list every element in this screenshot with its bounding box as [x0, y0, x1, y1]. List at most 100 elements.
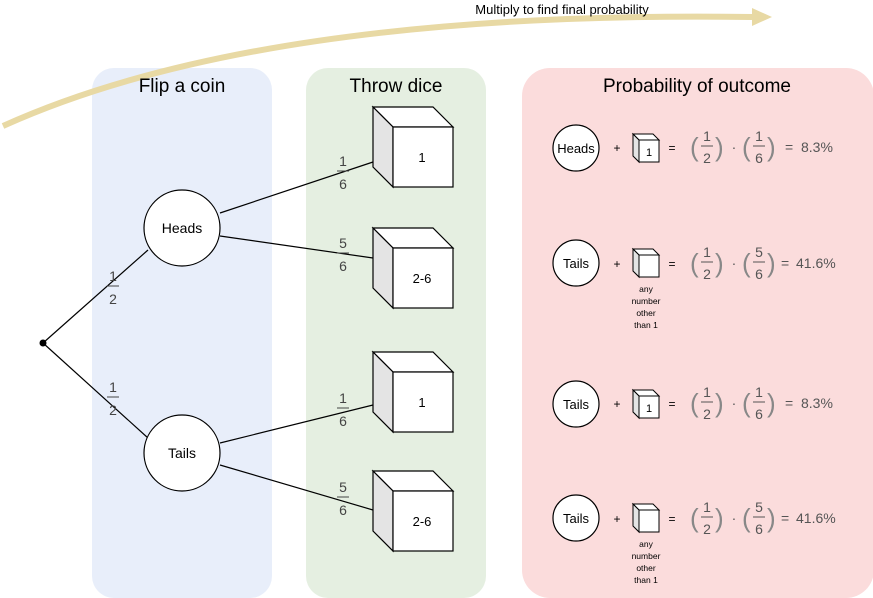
- outcome-row-2: Tails + 1 = ( 1 2 ) · ( 1 6 ) = 8.3%: [552, 380, 833, 428]
- svg-text:5: 5: [339, 479, 347, 495]
- outcome-die-note: any number other than 1: [632, 284, 661, 330]
- svg-text:2: 2: [109, 402, 117, 418]
- outcome-die-note: any number other than 1: [632, 539, 661, 585]
- outcome-row-3: Tails + any number other than 1 = ( 1 2 …: [552, 494, 836, 585]
- svg-text:1: 1: [703, 499, 711, 515]
- svg-text:): ): [767, 503, 776, 533]
- outcome-column-title: Probability of outcome: [603, 76, 791, 97]
- svg-text:1: 1: [339, 390, 347, 406]
- svg-text:·: ·: [732, 255, 737, 271]
- svg-text:any: any: [639, 284, 653, 294]
- svg-text:6: 6: [755, 266, 763, 282]
- svg-text:·: ·: [732, 510, 737, 526]
- outcome-formula: ( 1 2 ) · ( 1 6 ) = 8.3%: [690, 384, 833, 422]
- outcome-result: 8.3%: [801, 395, 833, 411]
- svg-text:Heads: Heads: [162, 220, 202, 236]
- outcome-coin-label: Heads: [557, 141, 595, 156]
- outcome-formula: ( 1 2 ) · ( 5 6 ) = 41.6%: [690, 244, 836, 282]
- svg-text:=: =: [785, 395, 793, 411]
- svg-text:1: 1: [418, 395, 425, 410]
- svg-text:=: =: [785, 139, 793, 155]
- svg-text:6: 6: [755, 150, 763, 166]
- svg-text:5: 5: [755, 499, 763, 515]
- outcome-result: 8.3%: [801, 139, 833, 155]
- svg-text:(: (: [742, 388, 751, 418]
- die-node-0: 1: [371, 105, 455, 189]
- coin-prob-heads: 1 2: [107, 268, 119, 307]
- die-node-3: 2-6: [371, 469, 455, 553]
- svg-text:2-6: 2-6: [413, 271, 432, 286]
- outcome-row-1: Tails + any number other than 1 = ( 1 2 …: [552, 239, 836, 330]
- svg-text:1: 1: [703, 244, 711, 260]
- outcome-coin-circle: [552, 380, 600, 428]
- svg-text:): ): [715, 388, 724, 418]
- outcome-column-bg: [522, 68, 873, 598]
- svg-text:2-6: 2-6: [413, 514, 432, 529]
- tree-branches: [42, 161, 374, 511]
- outcome-result: 41.6%: [796, 510, 836, 526]
- svg-text:any: any: [639, 539, 653, 549]
- svg-text:than 1: than 1: [634, 575, 658, 585]
- svg-text:): ): [767, 132, 776, 162]
- svg-text:1: 1: [646, 147, 652, 159]
- svg-text:2: 2: [109, 291, 117, 307]
- svg-text:1: 1: [339, 153, 347, 169]
- outcome-coin-label: Tails: [563, 256, 590, 271]
- outcome-plus: +: [613, 141, 620, 155]
- coin-prob-tails: 1 2: [107, 379, 119, 418]
- svg-text:number: number: [632, 551, 661, 561]
- svg-text:=: =: [781, 510, 789, 526]
- die-node-1: 2-6: [371, 226, 455, 310]
- outcome-equals: =: [668, 257, 675, 271]
- outcome-plus: +: [613, 257, 620, 271]
- svg-text:(: (: [742, 248, 751, 278]
- outcome-coin-circle: [552, 124, 600, 172]
- coin-column-title: Flip a coin: [139, 76, 226, 97]
- svg-text:·: ·: [732, 139, 737, 155]
- svg-text:6: 6: [755, 521, 763, 537]
- svg-text:1: 1: [755, 128, 763, 144]
- outcome-coin-label: Tails: [563, 511, 590, 526]
- svg-text:(: (: [690, 132, 699, 162]
- dice-prob-2: 1 6: [337, 390, 349, 429]
- multiply-arrow-head: [752, 8, 772, 26]
- svg-text:6: 6: [339, 502, 347, 518]
- svg-text:6: 6: [339, 258, 347, 274]
- svg-text:1: 1: [418, 150, 425, 165]
- svg-text:number: number: [632, 296, 661, 306]
- coin-node-heads: Heads: [143, 189, 221, 267]
- svg-text:1: 1: [703, 384, 711, 400]
- outcome-plus: +: [613, 397, 620, 411]
- svg-text:other: other: [636, 563, 656, 573]
- svg-text:(: (: [742, 503, 751, 533]
- outcome-coin-circle: [552, 239, 600, 287]
- svg-text:Tails: Tails: [168, 445, 196, 461]
- svg-text:6: 6: [339, 413, 347, 429]
- svg-text:5: 5: [339, 235, 347, 251]
- svg-text:1: 1: [646, 403, 652, 415]
- svg-text:·: ·: [732, 395, 737, 411]
- svg-text:): ): [715, 132, 724, 162]
- outcome-die-icon: [631, 502, 661, 534]
- dice-column-title: Throw dice: [350, 76, 443, 97]
- svg-text:6: 6: [339, 176, 347, 192]
- dice-prob-1: 5 6: [337, 235, 349, 274]
- dice-column-bg: [306, 68, 486, 598]
- outcome-die-icon: 1: [631, 388, 661, 420]
- svg-text:2: 2: [703, 266, 711, 282]
- outcome-plus: +: [613, 512, 620, 526]
- outcome-formula: ( 1 2 ) · ( 5 6 ) = 41.6%: [690, 499, 836, 537]
- svg-text:(: (: [742, 132, 751, 162]
- outcome-equals: =: [668, 397, 675, 411]
- multiply-arrow-label: Multiply to find final probability: [475, 2, 649, 17]
- die-node-2: 1: [371, 350, 455, 434]
- outcome-equals: =: [668, 512, 675, 526]
- svg-text:other: other: [636, 308, 656, 318]
- svg-text:): ): [767, 388, 776, 418]
- svg-text:2: 2: [703, 150, 711, 166]
- multiply-arrow: [1, 13, 753, 129]
- svg-text:2: 2: [703, 521, 711, 537]
- svg-text:5: 5: [755, 244, 763, 260]
- outcome-formula: ( 1 2 ) · ( 1 6 ) = 8.3%: [690, 128, 833, 166]
